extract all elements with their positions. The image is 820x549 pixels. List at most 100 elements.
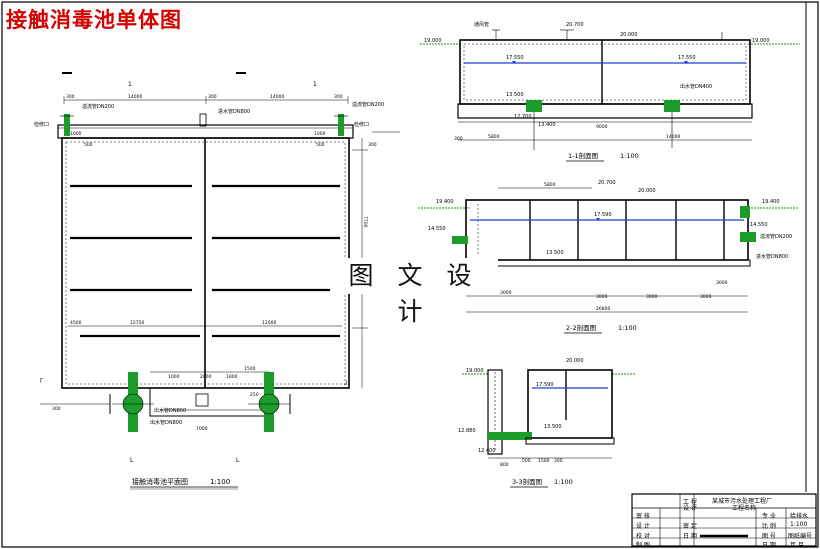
plan-label-overflow-left: 溢流管DN200 xyxy=(82,103,114,110)
s22-pipe-green xyxy=(452,236,468,244)
s33-pipe-green xyxy=(488,432,532,440)
s11-elev-pipe-low: 12.700 xyxy=(514,114,532,120)
s33-elev-water: 17.590 xyxy=(536,382,554,388)
s11-elev-bottom: 13.500 xyxy=(506,92,524,98)
tb-n6: 图纸编号 xyxy=(788,533,813,540)
drawing-title: 接触消毒池单体图 xyxy=(6,7,182,32)
s22-dim-1: 3000 xyxy=(500,290,512,296)
plan-section-mark-2: 1 xyxy=(313,81,317,88)
section-2-2: 19.400 19.400 20.700 20.000 5800 17.590 … xyxy=(418,180,798,334)
tb-c3: 校 对 xyxy=(636,533,650,540)
s33-elev-pipe: 12.880 xyxy=(458,428,476,434)
tb-n1: 专 业 xyxy=(762,513,776,520)
plan-dim-500b: 500 xyxy=(316,142,325,148)
s33-elev-top: 20.000 xyxy=(566,358,584,364)
plan-label-inlet: 进水管DN800 xyxy=(218,108,250,115)
plan-dim-12000: 12000 xyxy=(262,320,276,326)
s11-dim-14000: 14000 xyxy=(666,134,680,140)
s22-elev-left-pipe: 14.550 xyxy=(428,226,446,232)
tb-r2: 设 计 xyxy=(683,505,697,512)
plan-dim-14000: 14000 xyxy=(128,94,142,100)
s22-elev-ground-left: 19.400 xyxy=(436,199,454,205)
s11-elev-water: 17.550 xyxy=(506,55,524,61)
s33-dim-3: 1500 xyxy=(538,458,550,464)
s11-elev-top: 20.700 xyxy=(566,22,584,28)
s33-dim-1: 800 xyxy=(500,462,509,468)
s22-elev-top: 20.700 xyxy=(598,180,616,186)
s22-label-overflow: 溢流管DN200 xyxy=(760,233,792,240)
plan-dim-12750: 12750 xyxy=(130,320,144,326)
plan-label-hatch-right: 检修口 xyxy=(354,121,369,128)
s33-caption: 3-3剖面图 xyxy=(512,477,542,486)
tb-n5: 图 号 xyxy=(762,533,776,540)
s11-tank xyxy=(459,39,751,105)
plan-caption: 接触消毒池平面图 xyxy=(132,477,188,486)
plan-mark-bottom: L xyxy=(130,457,134,464)
s22-pipe-green xyxy=(740,206,750,218)
tb-c1: 审 核 xyxy=(636,513,650,520)
s11-caption-scale: 1:100 xyxy=(620,152,639,160)
tb-c4: 制 图 xyxy=(636,542,650,549)
s22-elev-water: 17.590 xyxy=(594,212,612,218)
s22-elev-right-pipe: 14.550 xyxy=(750,222,768,228)
plan-label-outlet: 出水管DN800 xyxy=(154,407,186,414)
s22-caption-scale: 1:100 xyxy=(618,324,637,332)
s11-dim-300: 300 xyxy=(454,136,463,142)
plan-dim-4500: 4500 xyxy=(70,320,82,326)
plan-dim-1800: 1800 xyxy=(226,374,238,380)
s11-pipe-green xyxy=(526,100,542,112)
section-3-3: 19.000 20.000 17.590 13.500 12.880 12.40… xyxy=(458,358,636,488)
plan-dim-14000b: 14000 xyxy=(270,94,284,100)
s22-dim-4: 3000 xyxy=(700,294,712,300)
tb-project: 工程名称 xyxy=(732,505,757,512)
plan-pipe-green xyxy=(64,114,70,136)
plan-dim-300a: 300 xyxy=(66,94,75,100)
tb-c5: 审 定 xyxy=(683,523,697,530)
s11-dim-5800: 5800 xyxy=(488,134,500,140)
plan-north-mark: 「 xyxy=(36,378,43,386)
s22-pipe-green xyxy=(740,232,756,242)
plan-dim-1500: 1500 xyxy=(244,366,256,372)
tb-n2: 给排水 xyxy=(790,513,809,520)
svg-text:L: L xyxy=(236,457,240,464)
tb-r1: 工 程 xyxy=(683,499,697,506)
s11-caption: 1-1剖面图 xyxy=(568,151,598,160)
s11-dim-9000: 9000 xyxy=(596,124,608,130)
s22-tank xyxy=(465,199,749,261)
plan-dim-2000: 2000 xyxy=(200,374,212,380)
tb-n7: 日 期 xyxy=(762,542,776,549)
s22-dim-top: 5800 xyxy=(544,182,556,188)
s22-dim-3: 3000 xyxy=(646,294,658,300)
s11-pipe-green xyxy=(664,100,680,112)
plan-dim-7000: 7000 xyxy=(196,426,208,432)
s33-tank xyxy=(527,369,613,439)
watermark: 图 文 设 计 xyxy=(330,258,498,326)
plan-dim-1000b: 1000 xyxy=(70,131,82,137)
plan-dim-250: 250 xyxy=(250,392,259,398)
tb-n8: 年 月 xyxy=(790,542,804,549)
s22-caption: 2-2剖面图 xyxy=(566,323,596,332)
s22-elev-ground-right: 19.400 xyxy=(762,199,780,205)
s33-dim-2: 500 xyxy=(522,458,531,464)
s33-caption-scale: 1:100 xyxy=(554,478,573,486)
s11-base xyxy=(457,103,753,119)
tb-c2: 设 计 xyxy=(636,523,650,530)
s33-dim-4: 300 xyxy=(554,458,563,464)
tb-n3: 比 例 xyxy=(762,523,776,530)
plan-dim-300e: 300 xyxy=(52,406,61,412)
s22-elev-cover: 20.000 xyxy=(638,188,656,194)
plan-dim-500a: 500 xyxy=(84,142,93,148)
s22-elev-bottom: 13.500 xyxy=(546,250,564,256)
tb-n4: 1:100 xyxy=(790,521,808,528)
s33-elev-bottom: 13.500 xyxy=(544,424,562,430)
section-1-1: 19.000 19.000 17.550 17.550 通风管 20.700 2… xyxy=(420,21,800,162)
plan-dim-300d: 300 xyxy=(368,142,377,148)
plan-dim-1000a: 1000 xyxy=(314,131,326,137)
plan-label-pipe-note: 出水管DN800 xyxy=(150,419,182,426)
s11-elev-cover: 20.000 xyxy=(620,32,638,38)
s33-well xyxy=(487,369,503,455)
s22-dim-right: 3000 xyxy=(716,280,728,286)
